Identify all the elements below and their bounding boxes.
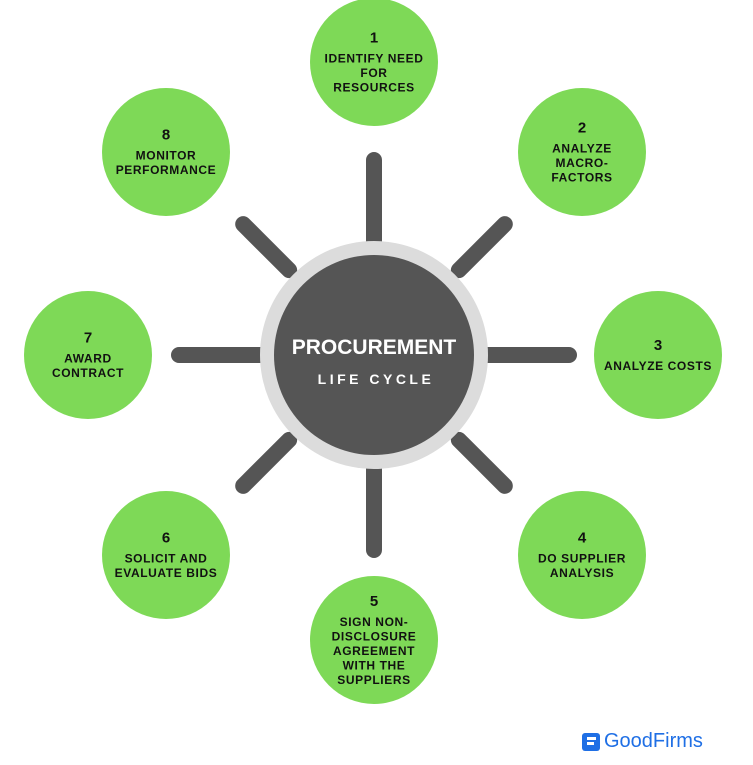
spoke [235, 216, 298, 279]
step-number: 3 [654, 337, 662, 354]
step-circle [102, 491, 230, 619]
goodfirms-logo-icon [582, 732, 600, 751]
step-number: 2 [578, 119, 586, 136]
step-number: 1 [370, 29, 378, 46]
step-label-line: PERFORMANCE [116, 163, 217, 177]
step-number: 6 [162, 530, 170, 547]
spoke [450, 431, 513, 494]
step-label-line: CONTRACT [52, 366, 124, 380]
step-number: 8 [162, 127, 170, 144]
step-circle [518, 88, 646, 216]
step-label-line: ANALYSIS [550, 566, 614, 580]
center-subtitle: LIFE CYCLE [318, 371, 435, 387]
step-number: 5 [370, 593, 378, 610]
step-label-line: EVALUATE BIDS [115, 566, 218, 580]
step-label-line: WITH THE [343, 658, 406, 672]
step-number: 4 [578, 530, 587, 547]
step-label-line: AWARD [64, 352, 112, 366]
step-label-line: SUPPLIERS [337, 673, 410, 687]
step-circle [24, 291, 152, 419]
spoke [450, 216, 513, 279]
spoke [235, 431, 298, 494]
step-label-line: FACTORS [551, 170, 612, 184]
spokes [171, 152, 577, 558]
step-circle [518, 491, 646, 619]
step-label-line: MACRO- [556, 156, 609, 170]
center-circle [274, 255, 474, 455]
step-circle [310, 576, 438, 704]
step-circle [102, 88, 230, 216]
step-label-line: IDENTIFY NEED [325, 51, 424, 65]
step-label-line: RESOURCES [333, 80, 414, 94]
step-label-line: DO SUPPLIER [538, 552, 626, 566]
step-label-line: ANALYZE COSTS [604, 359, 712, 373]
step-label-line: MONITOR [136, 149, 197, 163]
step-label-line: SOLICIT AND [125, 552, 208, 566]
logo-text: GoodFirms [604, 730, 703, 752]
goodfirms-logo: GoodFirms [582, 730, 703, 753]
step-circle [310, 0, 438, 126]
step-label-line: DISCLOSURE [332, 629, 417, 643]
step-label-line: AGREEMENT [333, 644, 415, 658]
step-label-line: ANALYZE [552, 141, 612, 155]
center-title: PROCUREMENT [292, 336, 457, 359]
step-label-line: FOR [360, 66, 387, 80]
step-circle [594, 291, 722, 419]
step-label-line: SIGN NON- [340, 615, 409, 629]
step-number: 7 [84, 330, 92, 347]
